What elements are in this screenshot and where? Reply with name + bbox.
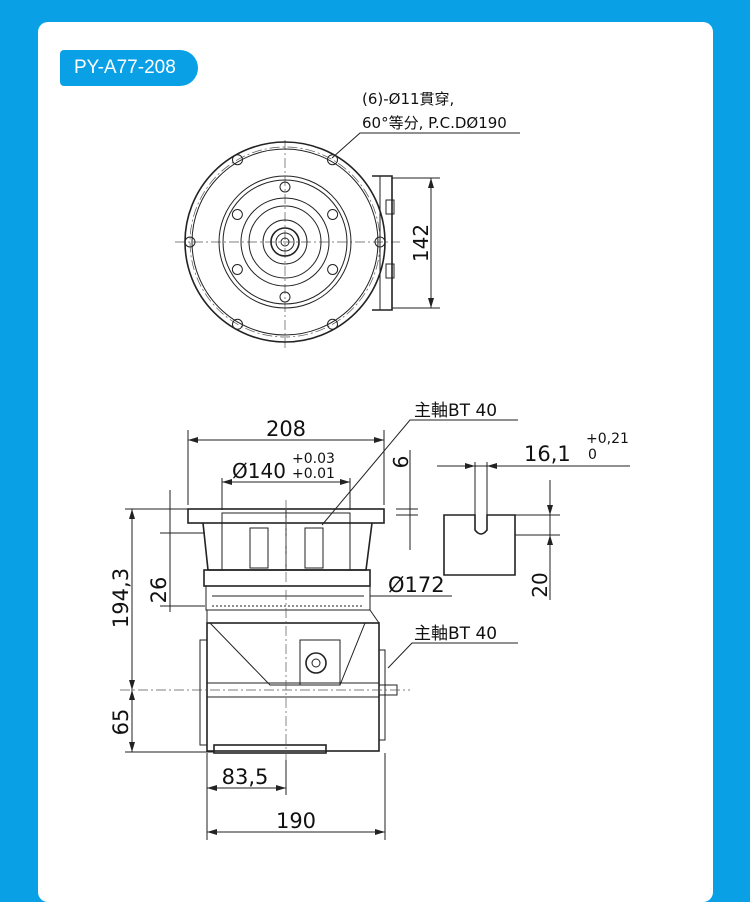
bolt-hole xyxy=(327,264,339,275)
dim-slot-tol-lower: 0 xyxy=(588,447,597,463)
dim-slot-depth: 20 xyxy=(528,572,552,597)
hole-note-line1: (6)-Ø11貫穿, xyxy=(362,90,454,108)
hole-note-line2: 60°等分, P.C.DØ190 xyxy=(362,114,507,132)
bolt-hole xyxy=(231,209,243,220)
dim-6: 6 xyxy=(389,456,413,469)
bolt-hole xyxy=(232,154,243,166)
bolt-hole xyxy=(327,318,338,330)
drawing-card xyxy=(38,22,713,902)
model-badge: PY-A77-208 xyxy=(60,50,198,86)
dim-bore-tol-upper: +0.03 xyxy=(292,451,335,467)
bolt-hole xyxy=(232,318,243,330)
bolt-hole xyxy=(279,291,291,303)
dim-190: 190 xyxy=(276,809,316,833)
side-view: 208 Ø140 +0.03 +0.01 6 主軸BT 40 16,1 +0,2… xyxy=(109,401,630,840)
top-view: 142 (6)-Ø11貫穿, 60°等分, P.C.DØ190 xyxy=(175,90,520,350)
dim-diameter: Ø172 xyxy=(388,573,445,597)
bolt-hole xyxy=(231,264,243,275)
dim-slot: 16,1 xyxy=(524,442,571,466)
dim-bore: Ø140 xyxy=(232,459,286,483)
spindle-label-top: 主軸BT 40 xyxy=(414,401,497,421)
dim-total-height: 194,3 xyxy=(109,568,133,628)
bolt-hole xyxy=(327,209,339,220)
dim-208: 208 xyxy=(266,417,306,441)
dim-142: 142 xyxy=(409,224,433,262)
dim-26: 26 xyxy=(147,577,171,604)
spindle-label-side: 主軸BT 40 xyxy=(414,624,497,644)
bolt-hole xyxy=(327,154,338,166)
bolt-hole xyxy=(184,236,196,248)
dim-83: 83,5 xyxy=(222,765,269,789)
bolt-hole xyxy=(279,181,291,193)
dim-65: 65 xyxy=(109,709,133,736)
dim-slot-tol-upper: +0,21 xyxy=(586,431,629,447)
dim-bore-tol-lower: +0.01 xyxy=(292,466,335,482)
